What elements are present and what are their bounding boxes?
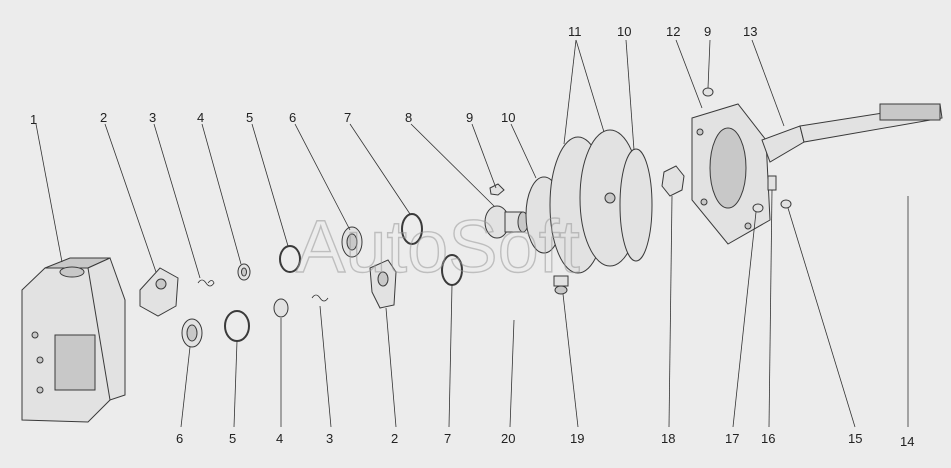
callout-6-bottom: 6 — [176, 431, 183, 446]
callout-5-bottom: 5 — [229, 431, 236, 446]
hub-part-8 — [484, 205, 529, 239]
disc-part-10-right — [619, 148, 653, 262]
watermark-text: AutoSoft — [296, 205, 580, 288]
callout-6: 6 — [289, 110, 296, 125]
leader-lines — [35, 39, 909, 428]
ring-part-7-upper — [401, 213, 423, 245]
callout-7-bottom: 7 — [444, 431, 451, 446]
ring-part-5-lower — [224, 310, 250, 342]
lever-part-13 — [761, 103, 943, 163]
callout-3: 3 — [149, 110, 156, 125]
callout-5: 5 — [246, 110, 253, 125]
bushing-part-6-upper — [341, 226, 363, 258]
callout-9-top: 9 — [704, 24, 711, 39]
callout-2: 2 — [100, 110, 107, 125]
housing-part-1 — [21, 257, 126, 423]
callout-17: 17 — [725, 431, 739, 446]
spring-part-3-left — [197, 279, 215, 287]
callout-18: 18 — [661, 431, 675, 446]
flange-part-12 — [691, 103, 771, 245]
callout-16: 16 — [761, 431, 775, 446]
callout-7: 7 — [344, 110, 351, 125]
nut-part-9-right — [702, 87, 714, 97]
bolt-part-19 — [553, 275, 569, 295]
callout-8: 8 — [405, 110, 412, 125]
callout-12: 12 — [666, 24, 680, 39]
washer-part-4 — [237, 263, 251, 281]
bracket-part-2-left — [139, 267, 179, 317]
callout-10-top: 10 — [617, 24, 631, 39]
callout-4: 4 — [197, 110, 204, 125]
washer-part-4-lower — [273, 298, 289, 318]
callout-4-bottom: 4 — [276, 431, 283, 446]
ring-part-5-upper — [279, 245, 301, 273]
callout-9-left: 9 — [466, 110, 473, 125]
callout-10-left: 10 — [501, 110, 515, 125]
callout-11: 11 — [568, 24, 582, 39]
callout-labels: 1 2 3 4 5 6 7 8 9 10 11 10 12 9 13 6 5 4… — [30, 24, 914, 449]
nut-part-9-left — [489, 183, 505, 196]
spring-part-3-lower — [311, 294, 329, 302]
callout-15: 15 — [848, 431, 862, 446]
bushing-part-6-left — [181, 318, 203, 348]
callout-2-bottom: 2 — [391, 431, 398, 446]
nut-part-17 — [752, 203, 764, 213]
screw-part-15 — [780, 199, 792, 209]
callout-3-bottom: 3 — [326, 431, 333, 446]
callout-13: 13 — [743, 24, 757, 39]
bolt-part-16 — [767, 175, 777, 191]
nut-part-18 — [661, 165, 685, 197]
callout-14: 14 — [900, 434, 914, 449]
bracket-part-2-right — [369, 259, 397, 309]
callout-1: 1 — [30, 112, 37, 127]
callout-19: 19 — [570, 431, 584, 446]
callout-20: 20 — [501, 431, 515, 446]
